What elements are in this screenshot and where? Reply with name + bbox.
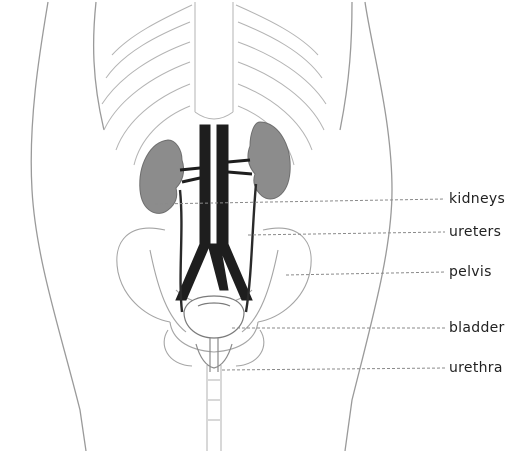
kidneys-label: kidneys xyxy=(449,191,505,207)
urethra-organ xyxy=(196,338,232,372)
spine-and-legs xyxy=(207,365,221,451)
bladder-organ xyxy=(184,296,244,338)
leader-lines xyxy=(155,199,445,370)
aorta-and-vena-cava xyxy=(176,125,252,300)
kidneys-leader xyxy=(155,199,445,204)
kidneys-organ xyxy=(140,122,290,213)
urethra-leader xyxy=(222,368,445,370)
bladder-label: bladder xyxy=(449,320,505,336)
pelvis-label: pelvis xyxy=(449,264,492,280)
ureters-label: ureters xyxy=(449,224,501,240)
ureters-leader xyxy=(248,232,445,235)
rib-cage xyxy=(102,2,326,165)
urethra-label: urethra xyxy=(449,360,503,376)
renal-vessels xyxy=(180,160,252,182)
body-outline xyxy=(31,2,392,451)
